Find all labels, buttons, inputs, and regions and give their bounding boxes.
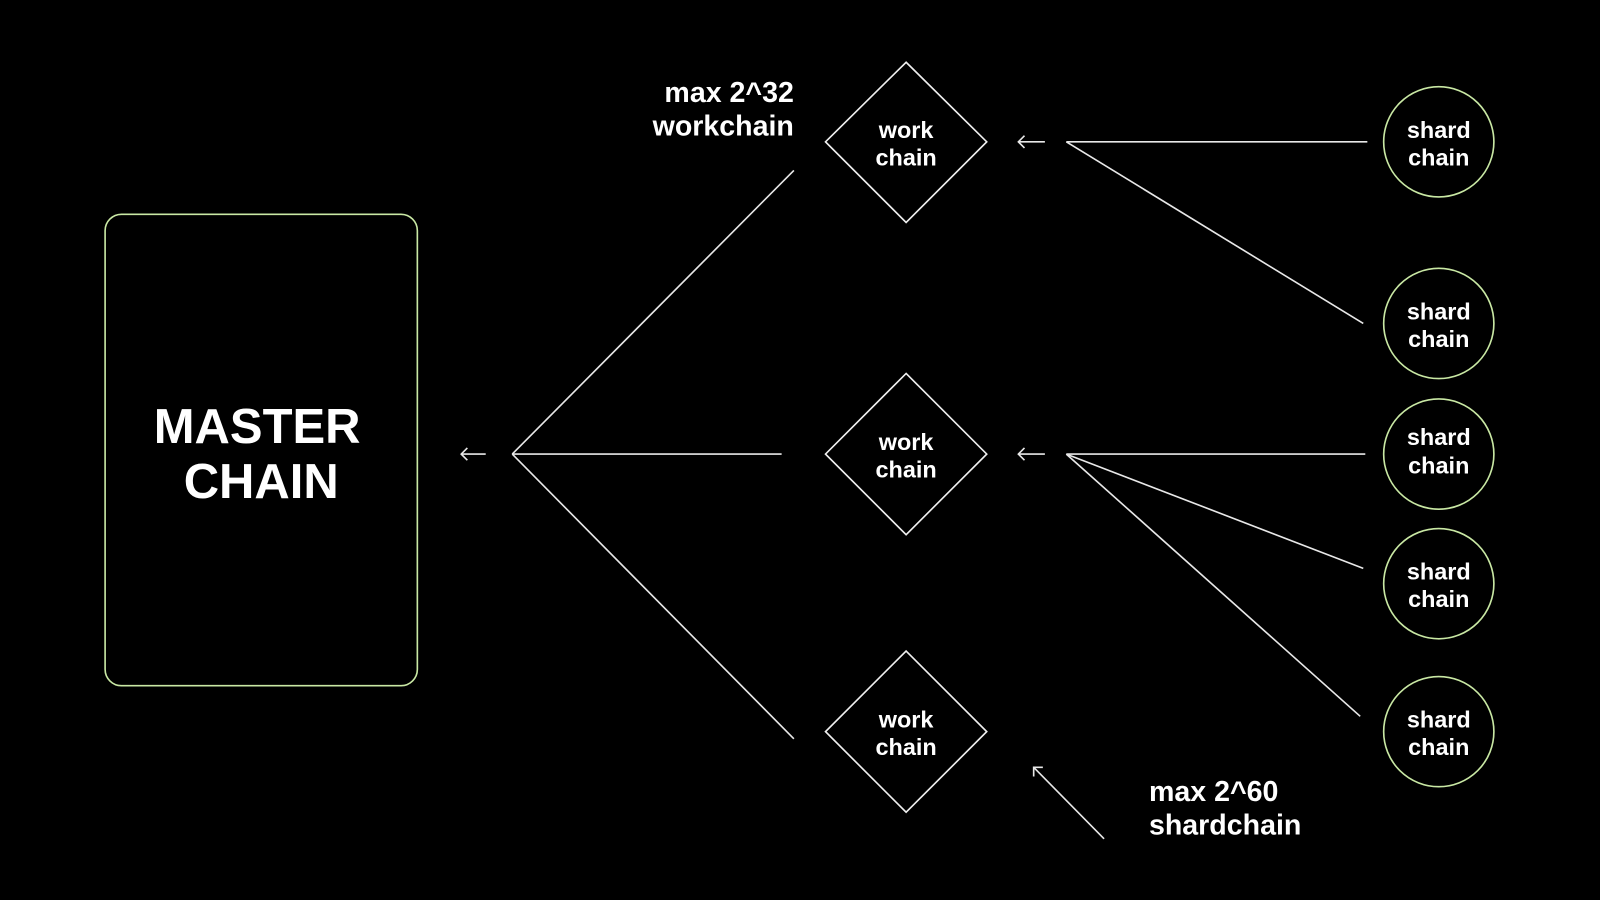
annotation-line: shardchain: [1149, 810, 1301, 842]
masterchain-label-line1: MASTER: [154, 400, 361, 454]
annotation-line: max 2^32: [664, 77, 793, 109]
workchain-label: work: [878, 429, 935, 455]
shardchain-node: shard chain: [1382, 398, 1495, 511]
shardchain-label: chain: [1408, 144, 1469, 170]
workchain-max-annotation: max 2^32 workchain: [652, 77, 794, 143]
workchain-node: work chain: [824, 61, 988, 224]
annotation-line: max 2^60: [1149, 776, 1278, 808]
arrow-to-workchain-2: [1017, 447, 1045, 461]
arrow-to-masterchain: [460, 447, 486, 461]
shardchain-label: shard: [1407, 117, 1471, 143]
arrow-to-workchain-1: [1017, 135, 1045, 149]
shardchain-label: shard: [1407, 424, 1471, 450]
shardchain-node: shard chain: [1382, 267, 1495, 380]
shardchain-label: chain: [1408, 586, 1469, 612]
masterchain-node: MASTER CHAIN: [104, 213, 419, 687]
workchain-label: chain: [875, 144, 936, 170]
workchain-label: work: [878, 117, 935, 143]
workchain-shard-connectors: [1065, 141, 1368, 717]
workchain-label: chain: [875, 734, 936, 760]
annotation-line: workchain: [652, 111, 794, 143]
shardchain-label: shard: [1407, 298, 1471, 324]
shardchain-node: shard chain: [1382, 527, 1495, 640]
workchain-label: chain: [875, 457, 936, 483]
shardchain-label: shard: [1407, 559, 1471, 585]
arrow-shardchain-annotation: [1032, 766, 1105, 840]
masterchain-label-line2: CHAIN: [184, 455, 339, 509]
shardchain-node: shard chain: [1382, 675, 1495, 788]
master-workchain-connectors: [511, 169, 795, 740]
workchain-label: work: [878, 707, 935, 733]
shardchain-label: shard: [1407, 707, 1471, 733]
shardchain-label: chain: [1408, 734, 1469, 760]
shardchain-label: chain: [1408, 452, 1469, 478]
workchain-node: work chain: [824, 372, 988, 536]
workchain-node: work chain: [824, 649, 988, 814]
shardchain-max-annotation: max 2^60 shardchain: [1149, 776, 1301, 842]
shardchain-label: chain: [1408, 326, 1469, 352]
shardchain-node: shard chain: [1382, 85, 1495, 198]
